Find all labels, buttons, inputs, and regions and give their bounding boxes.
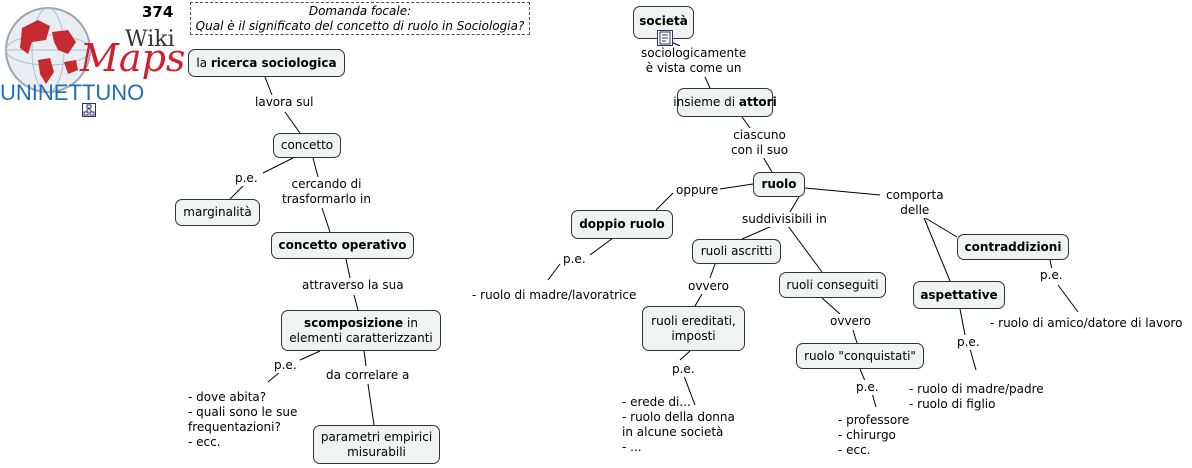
- example-item: - ...: [622, 440, 642, 454]
- logo-maps-text: Maps: [80, 36, 186, 80]
- link-label-ovvero: ovvero: [830, 314, 871, 329]
- example-list-madre-padre: - ruolo di madre/padre - ruolo di figlio: [909, 382, 1044, 412]
- logo-wiki-text: Wiki: [125, 27, 175, 52]
- note-glyph-icon: [659, 31, 671, 45]
- node-ruolo-label: ruolo: [761, 177, 797, 191]
- link-label-comporta-line2: delle: [900, 203, 930, 217]
- focal-question: Domanda focale: Qual è il significato de…: [190, 2, 530, 35]
- example-item: - ruolo di figlio: [909, 397, 996, 411]
- example-item: - quali sono le sue: [188, 405, 298, 419]
- node-ricerca-prefix: la: [196, 55, 211, 70]
- link-label-pe: p.e.: [1040, 268, 1063, 283]
- example-item: - professore: [838, 413, 910, 427]
- note-icon[interactable]: [657, 30, 673, 46]
- node-doppio-ruolo[interactable]: doppio ruolo: [571, 210, 673, 239]
- focal-question-text: Qual è il significato del concetto di ru…: [195, 19, 525, 33]
- link-label-comporta-line1: comporta: [886, 188, 944, 202]
- concept-map-icon[interactable]: [82, 103, 96, 117]
- example-item: - dove abita?: [188, 390, 267, 404]
- node-contraddizioni[interactable]: contraddizioni: [957, 234, 1069, 260]
- example-item: - ecc.: [838, 443, 871, 457]
- concept-map-glyph-icon: [83, 104, 95, 116]
- example-item: - ruolo di madre/padre: [909, 382, 1044, 396]
- node-parametri-empirici[interactable]: parametri empirici misurabili: [313, 425, 440, 464]
- node-scomposizione-line1: scomposizione in: [304, 316, 418, 331]
- link-label-pe: p.e.: [672, 362, 695, 377]
- node-concetto[interactable]: concetto: [273, 133, 341, 158]
- node-concetto-operativo-label: concetto operativo: [278, 238, 407, 252]
- link-label-cercando-line2: trasformarlo in: [282, 192, 371, 206]
- node-parametri-line2: misurabili: [347, 444, 406, 459]
- example-item: frequentazioni?: [188, 420, 281, 434]
- link-label-oppure: oppure: [676, 183, 719, 198]
- example-item: in alcune società: [622, 425, 724, 439]
- example-item: - ruolo della donna: [622, 410, 735, 424]
- node-doppio-ruolo-label: doppio ruolo: [579, 217, 665, 231]
- node-insieme-prefix: insieme di: [673, 95, 739, 109]
- node-societa-label: società: [639, 14, 688, 28]
- link-label-pe: p.e.: [856, 380, 879, 395]
- node-insieme-bold: attori: [738, 95, 777, 109]
- node-scomposizione[interactable]: scomposizione in elementi caratterizzant…: [281, 310, 441, 351]
- node-parametri-line1: parametri empirici: [320, 429, 433, 444]
- node-concetto-operativo[interactable]: concetto operativo: [271, 232, 414, 259]
- logo-brand-text: UNINETTUNO: [0, 80, 145, 105]
- node-ruolo[interactable]: ruolo: [753, 172, 805, 197]
- node-aspettative[interactable]: aspettative: [913, 281, 1005, 309]
- node-aspettative-label: aspettative: [920, 287, 998, 302]
- example-list-professore: - professore - chirurgo - ecc.: [838, 413, 909, 458]
- node-ricerca-bold: ricerca sociologica: [210, 55, 337, 70]
- example-item: - chirurgo: [838, 428, 896, 442]
- globe-icon: [5, 7, 91, 93]
- node-marginalita[interactable]: marginalità: [175, 199, 260, 226]
- node-ricerca-sociologica[interactable]: la ricerca sociologica: [188, 49, 345, 77]
- link-label-ciascuno: ciascuno con il suo: [731, 128, 789, 158]
- link-label-cercando-line1: cercando di: [291, 177, 362, 191]
- link-label-attraverso: attraverso la sua: [302, 278, 404, 293]
- link-label-cercando: cercando di trasformarlo in: [282, 177, 371, 207]
- focal-question-title: Domanda focale:: [308, 4, 412, 18]
- link-label-pe: p.e.: [235, 171, 258, 186]
- example-list-dove-abita: - dove abita? - quali sono le sue freque…: [188, 390, 297, 450]
- link-label-pe: p.e.: [274, 358, 297, 373]
- link-label-pe: p.e.: [957, 335, 980, 350]
- link-label-sociologicamente-line2: è vista come un: [645, 61, 742, 75]
- node-ruoli-ascritti[interactable]: ruoli ascritti: [692, 239, 781, 264]
- node-ruoli-conseguiti[interactable]: ruoli conseguiti: [779, 272, 886, 298]
- example-list-erede: - erede di... - ruolo della donna in alc…: [622, 395, 735, 455]
- link-label-pe: p.e.: [563, 252, 586, 267]
- node-ruoli-ereditati[interactable]: ruoli ereditati, imposti: [642, 306, 745, 351]
- node-scomposizione-bold: scomposizione: [304, 315, 404, 330]
- node-ruoli-ereditati-line1: ruoli ereditati,: [651, 313, 736, 328]
- link-label-ciascuno-line2: con il suo: [731, 143, 789, 157]
- map-number: 374: [142, 3, 174, 21]
- link-label-lavora-sul: lavora sul: [255, 95, 314, 110]
- link-label-sociologicamente-line1: sociologicamente: [641, 46, 747, 60]
- node-contraddizioni-label: contraddizioni: [964, 239, 1062, 254]
- node-ruolo-conquistati[interactable]: ruolo "conquistati": [796, 343, 924, 369]
- example-amico-datore: - ruolo di amico/datore di lavoro: [990, 316, 1183, 330]
- link-label-comporta: comporta delle: [886, 188, 944, 218]
- link-label-suddivisibili: suddivisibili in: [742, 212, 827, 227]
- link-label-sociologicamente: sociologicamente è vista come un: [641, 46, 747, 76]
- node-ruoli-ereditati-line2: imposti: [671, 328, 716, 343]
- example-madre-lavoratrice: - ruolo di madre/lavoratrice: [472, 288, 637, 302]
- node-scomposizione-rest: in: [403, 315, 418, 330]
- node-insieme-di-attori[interactable]: insieme di attori: [673, 88, 777, 117]
- node-scomposizione-line2: elementi caratterizzanti: [289, 330, 433, 345]
- link-label-ovvero: ovvero: [688, 279, 729, 294]
- link-label-ciascuno-line1: ciascuno: [733, 128, 786, 142]
- example-item: - erede di...: [622, 395, 691, 409]
- link-label-da-correlare: da correlare a: [326, 368, 410, 383]
- example-item: - ecc.: [188, 435, 221, 449]
